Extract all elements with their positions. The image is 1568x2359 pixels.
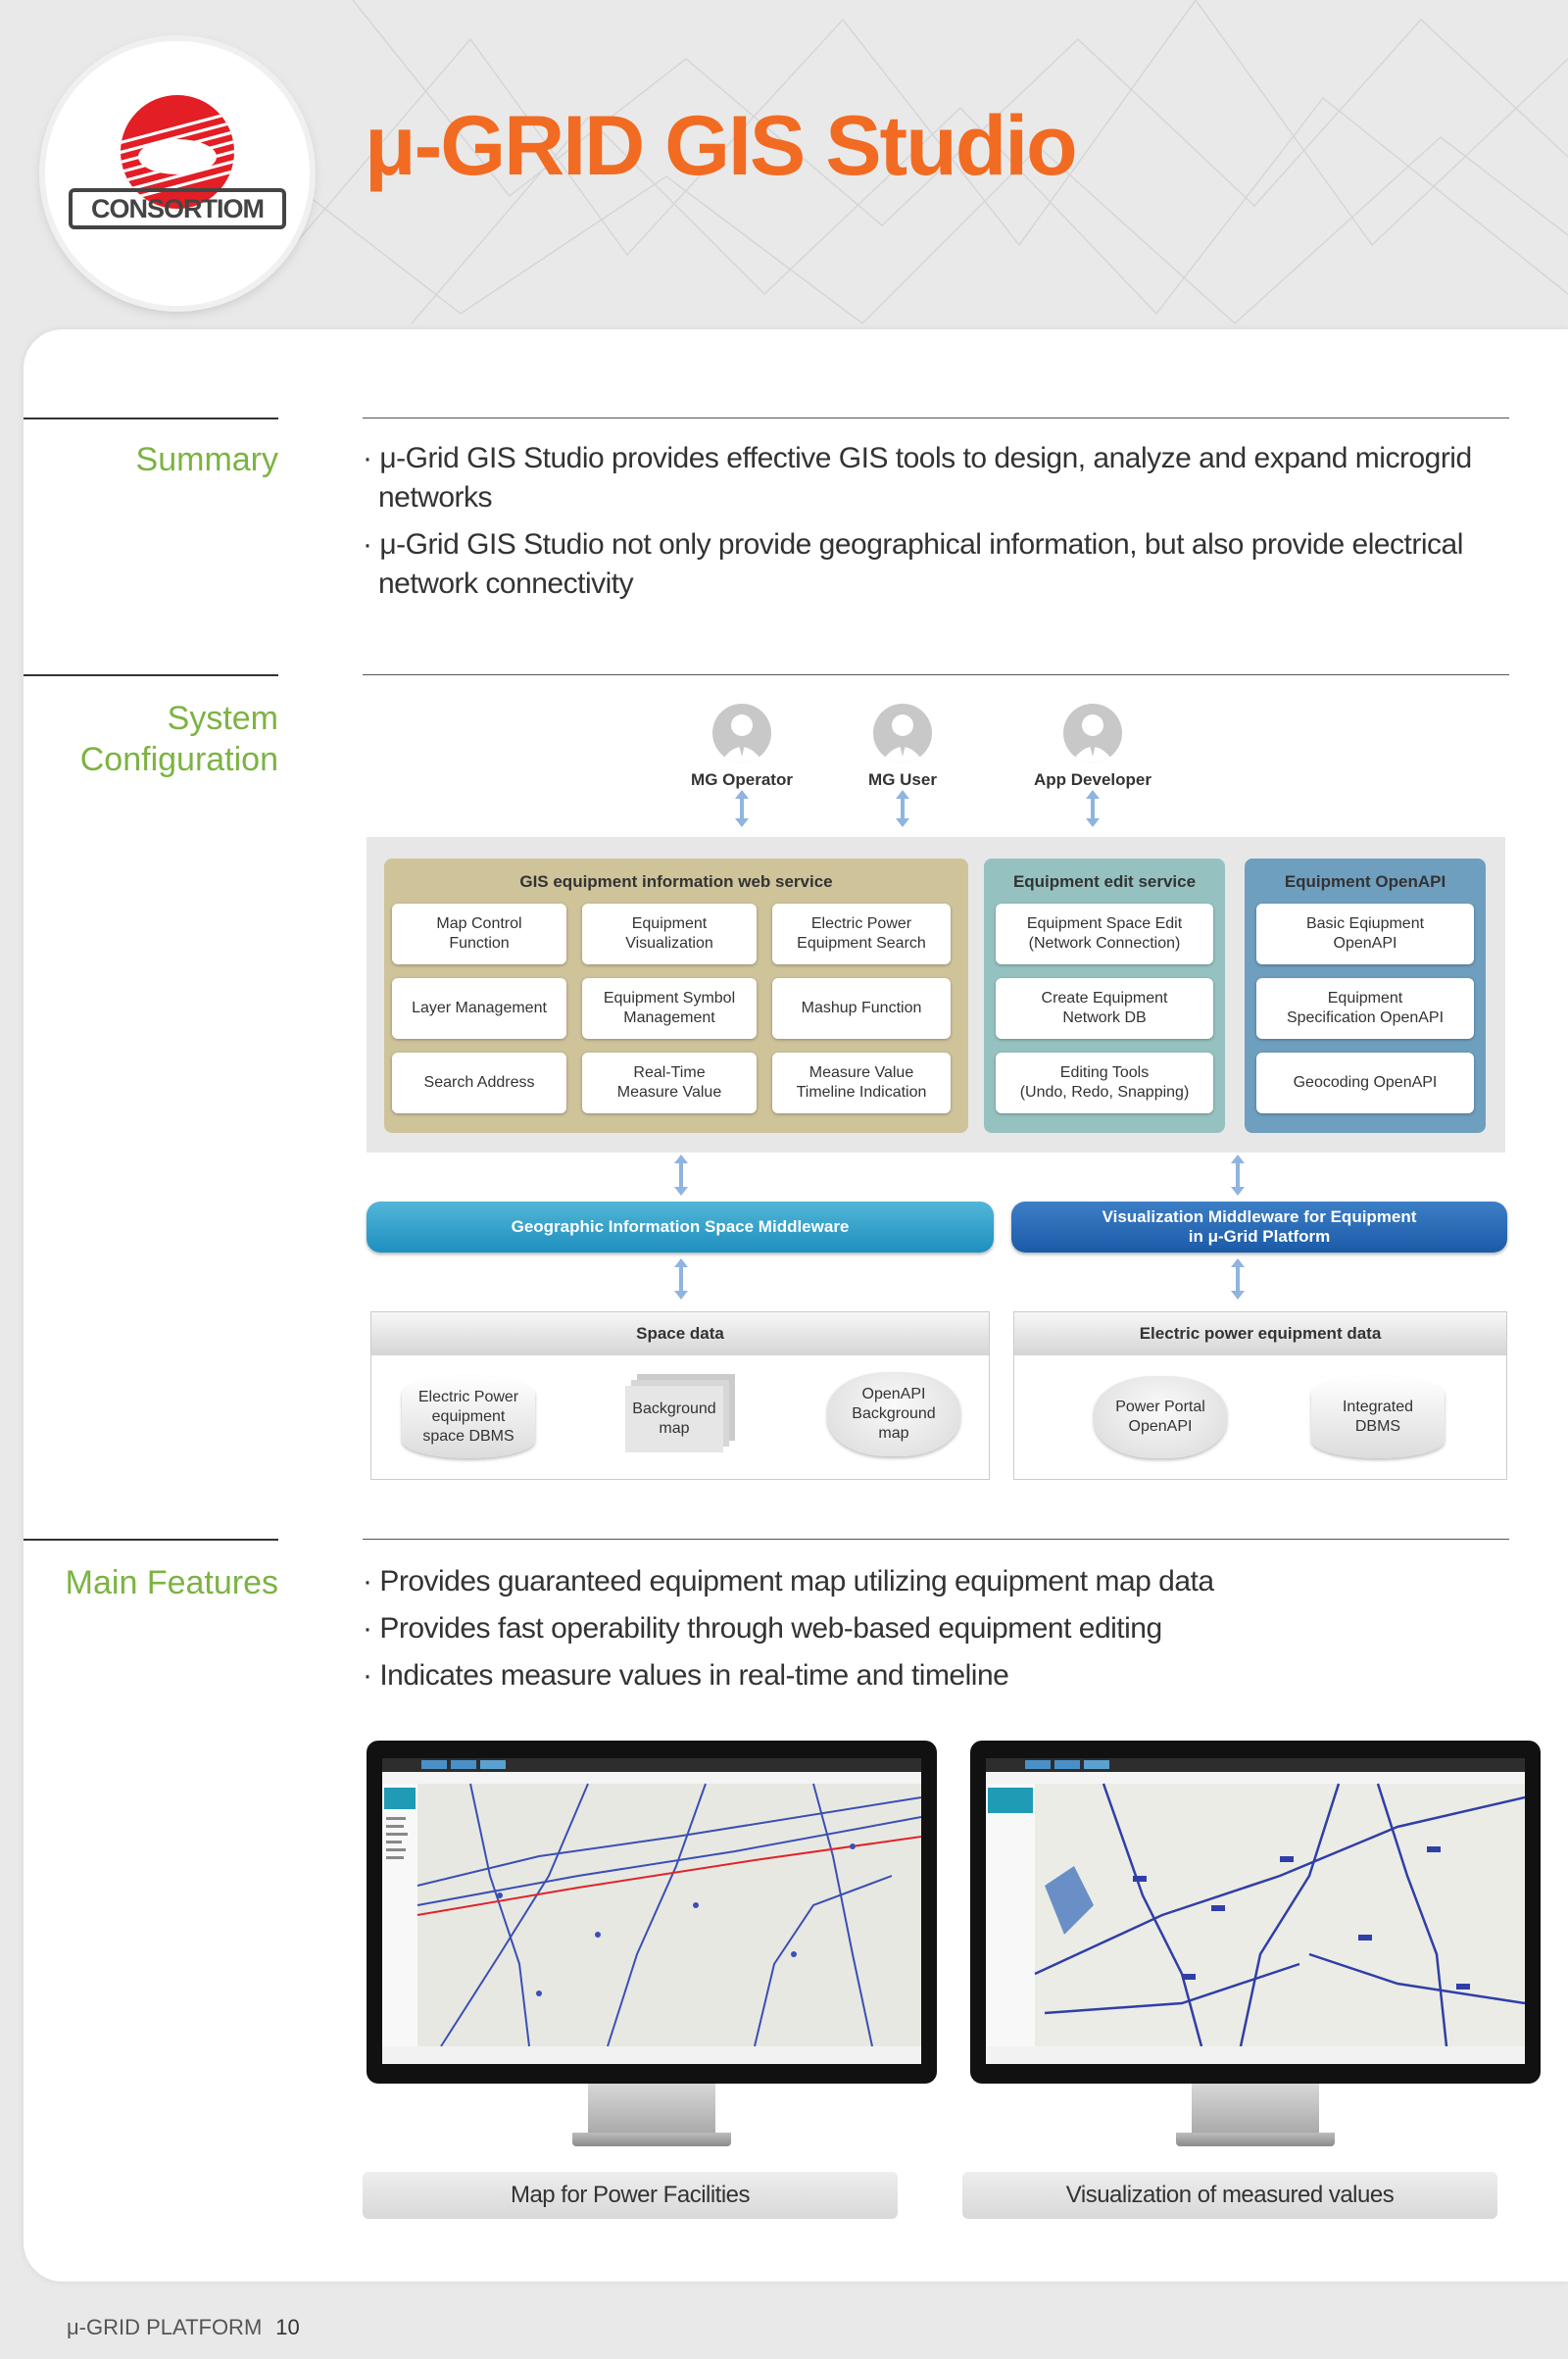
double-arrow-icon [1231, 1155, 1245, 1196]
user-label: MG User [868, 770, 937, 789]
user-icon [873, 704, 932, 762]
page-footer: μ-GRID PLATFORM 10 [67, 2315, 300, 2340]
features-label: Main Features [65, 1564, 278, 1601]
space-data-title: Space data [371, 1312, 989, 1355]
user-mg-user: MG User [824, 704, 981, 790]
page-number: 10 [275, 2315, 300, 2339]
visualization-screenshot [986, 1758, 1525, 2064]
features-bullet-2: Provides fast operability through web-ba… [363, 1609, 1509, 1648]
gis-item-map-control: Map Control Function [392, 904, 566, 964]
page-title: μ-GRID GIS Studio [365, 99, 1078, 193]
summary-label: Summary [135, 441, 278, 478]
geographic-middleware: Geographic Information Space Middleware [367, 1202, 994, 1253]
openapi-item-geocoding: Geocoding OpenAPI [1256, 1053, 1474, 1113]
map-screenshot [382, 1758, 921, 2064]
gis-service-title: GIS equipment information web service [519, 872, 833, 891]
openapi-item-specification: Equipment Specification OpenAPI [1256, 978, 1474, 1039]
logo: CONSORTIOM [45, 41, 310, 306]
openapi-item-basic: Basic Eqiupment OpenAPI [1256, 904, 1474, 964]
edit-item-editing-tools: Editing Tools (Undo, Redo, Snapping) [996, 1053, 1213, 1113]
monitor-base [572, 2133, 731, 2146]
config-label-line2: Configuration [79, 741, 278, 778]
gis-item-search-address: Search Address [392, 1053, 566, 1113]
edit-item-space-edit: Equipment Space Edit (Network Connection… [996, 904, 1213, 964]
summary-label-rule [24, 418, 278, 419]
footer-platform: μ-GRID PLATFORM [67, 2315, 263, 2339]
gis-item-layer-management: Layer Management [392, 978, 566, 1039]
gis-item-mashup: Mashup Function [772, 978, 951, 1039]
monitor-power-facilities [367, 1741, 937, 2172]
edit-service-title: Equipment edit service [1012, 872, 1197, 891]
summary-bullet-1: μ-Grid GIS Studio provides effective GIS… [363, 439, 1509, 517]
config-rule [363, 674, 1509, 675]
monitor-measured-values [970, 1741, 1541, 2172]
openapi-background-map: OpenAPI Background map [827, 1372, 960, 1456]
background-map: Background map [625, 1386, 723, 1452]
config-label: System Configuration [80, 698, 278, 780]
double-arrow-icon [1086, 790, 1100, 827]
features-label-rule [24, 1539, 278, 1541]
double-arrow-icon [896, 790, 909, 827]
caption-power-facilities: Map for Power Facilities [363, 2172, 898, 2219]
power-portal-openapi: Power Portal OpenAPI [1094, 1376, 1227, 1458]
summary-bullets: μ-Grid GIS Studio provides effective GIS… [363, 439, 1509, 612]
double-arrow-icon [674, 1258, 688, 1300]
gis-item-equipment-search: Electric Power Equipment Search [772, 904, 951, 964]
user-app-developer: App Developer [1014, 704, 1171, 790]
features-bullet-3: Indicates measure values in real-time an… [363, 1656, 1509, 1696]
user-label: App Developer [1034, 770, 1152, 789]
features-bullet-1: Provides guaranteed equipment map utiliz… [363, 1562, 1509, 1601]
gis-item-realtime-measure: Real-Time Measure Value [582, 1053, 757, 1113]
openapi-title: Equipment OpenAPI [1284, 872, 1446, 891]
visualization-middleware: Visualization Middleware for Equipment i… [1011, 1202, 1507, 1253]
power-data-title: Electric power equipment data [1014, 1312, 1506, 1355]
monitor-base [1176, 2133, 1335, 2146]
integrated-dbms: Integrated DBMS [1311, 1376, 1445, 1458]
gis-item-equipment-visualization: Equipment Visualization [582, 904, 757, 964]
user-mg-operator: MG Operator [663, 704, 820, 790]
monitor-stand [588, 2084, 715, 2135]
features-bullets: Provides guaranteed equipment map utiliz… [363, 1562, 1509, 1703]
double-arrow-icon [735, 790, 749, 827]
caption-measured-values: Visualization of measured values [962, 2172, 1497, 2219]
space-dbms: Electric Power equipment space DBMS [402, 1376, 535, 1458]
gis-item-symbol-management: Equipment Symbol Management [582, 978, 757, 1039]
config-label-line1: System [167, 700, 278, 737]
double-arrow-icon [1231, 1258, 1245, 1300]
monitor-stand [1192, 2084, 1319, 2135]
edit-item-network-db: Create Equipment Network DB [996, 978, 1213, 1039]
config-label-rule [24, 674, 278, 676]
user-icon [1063, 704, 1122, 762]
summary-bullet-2: μ-Grid GIS Studio not only provide geogr… [363, 525, 1509, 604]
user-label: MG Operator [691, 770, 793, 789]
user-icon [712, 704, 771, 762]
double-arrow-icon [674, 1155, 688, 1196]
features-rule [363, 1539, 1509, 1540]
logo-text: CONSORTIOM [69, 188, 286, 229]
gis-item-timeline: Measure Value Timeline Indication [772, 1053, 951, 1113]
